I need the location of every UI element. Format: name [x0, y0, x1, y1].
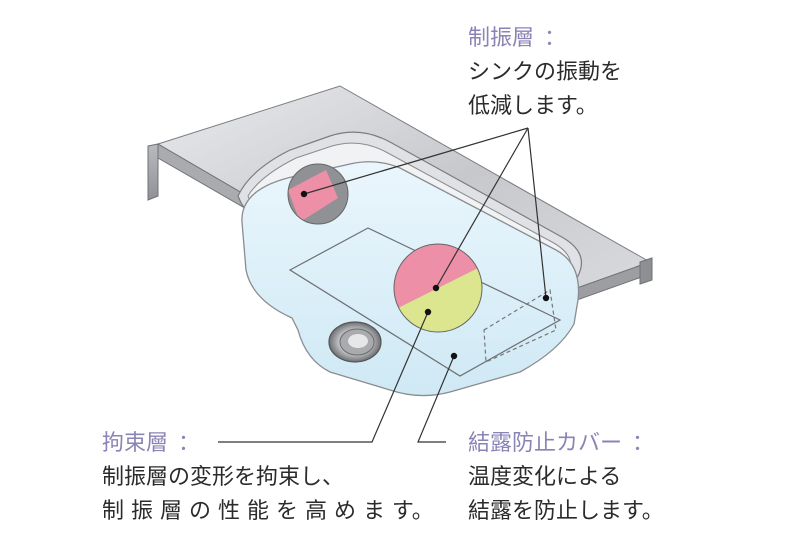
cover-dot	[450, 352, 458, 360]
small-layer-magnifier	[287, 163, 349, 225]
constraint-leader	[218, 311, 429, 443]
damping-dot-panel	[542, 294, 550, 302]
leader-dots	[300, 190, 550, 360]
damping-leader-panel	[527, 127, 547, 299]
constraint-dot	[424, 308, 432, 316]
damping-layer-desc-2: 低減します。	[468, 94, 598, 119]
condensation-cover-callout: 結露防止カバー ： 温度変化による 結露を防止します。	[468, 427, 664, 529]
small-damping-layer	[288, 170, 338, 222]
condensation-cover-title-row: 結露防止カバー ：	[468, 427, 664, 461]
damping-dot-small	[300, 190, 308, 198]
constraint-layer-colon: ：	[178, 431, 201, 456]
condensation-cover-desc-1: 温度変化による	[468, 465, 622, 490]
cover-leader	[417, 355, 455, 443]
dashed-cover-panel	[483, 289, 557, 363]
constraint-layer-callout: 拘束層 ： 制振層の変形を拘束し、 制 振 層 の 性 能 を 高 め ま す。	[102, 427, 434, 529]
damping-layer-colon: ：	[544, 26, 567, 51]
constraint-layer-title: 拘束層	[102, 431, 169, 456]
damping-layer-title: 制振層	[468, 26, 535, 51]
damping-layer-callout: 制振層 ： シンクの振動を 低減します。	[468, 22, 622, 124]
damping-layer-desc-1: シンクの振動を	[468, 60, 623, 85]
condensation-cover-colon: ：	[632, 431, 655, 456]
constraint-layer-desc-1: 制振層の変形を拘束し、	[102, 465, 345, 490]
constraint-layer-desc-2: 制 振 層 の 性 能 を 高 め ま す。	[102, 499, 434, 524]
damping-leader-large	[435, 127, 529, 289]
constraint-layer-section	[394, 264, 482, 332]
damping-leader-small	[303, 127, 529, 195]
condensation-cover-title: 結露防止カバー	[468, 431, 623, 456]
damping-dot-large	[432, 284, 440, 292]
leader-lines	[218, 127, 547, 443]
drain-outlet	[328, 321, 382, 363]
constraint-layer-title-row: 拘束層 ：	[102, 427, 434, 461]
condensation-cover-desc-2: 結露を防止します。	[468, 499, 664, 524]
bowl-bottom-panel	[288, 227, 562, 377]
damping-layer-section	[394, 244, 482, 312]
damping-layer-title-row: 制振層 ：	[468, 22, 622, 56]
